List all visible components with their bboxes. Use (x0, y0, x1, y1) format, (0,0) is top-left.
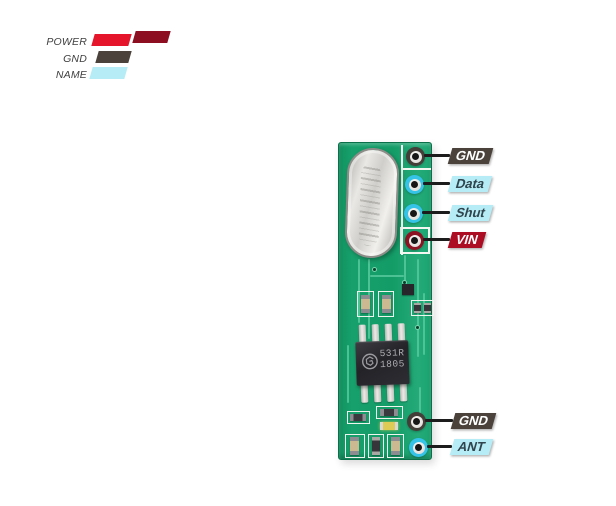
pin-drill (411, 237, 418, 244)
smd-led (380, 422, 398, 430)
pin-pad (407, 207, 420, 220)
pin-hole-shut (404, 204, 423, 223)
callout-wire (424, 154, 450, 157)
pin-pad (409, 150, 422, 163)
pin-hole-gnd-bottom (407, 412, 426, 431)
ic-marking: 531R 1805 (379, 347, 405, 370)
pin-pad (410, 415, 423, 428)
smd-resistor (380, 409, 398, 416)
ic-logo-icon (362, 353, 378, 370)
pin-pad (408, 234, 421, 247)
via (372, 267, 377, 272)
legend-swatch-power-bright (91, 34, 132, 46)
via (415, 325, 420, 330)
callout-wire (423, 182, 450, 185)
ic-chip: 531R 1805 (352, 320, 415, 408)
smd-outline (347, 411, 370, 424)
smd-outline (411, 300, 434, 316)
smd-resistor (361, 295, 370, 313)
pin-label-ant: ANT (449, 439, 494, 455)
legend-label-gnd: GND (63, 53, 87, 65)
smd-outline (357, 291, 374, 317)
pcb-trace (347, 345, 349, 403)
legend-label-power: POWER (46, 36, 87, 48)
ic-body: 531R 1805 (355, 340, 410, 386)
pin-drill (413, 418, 420, 425)
legend-label-name: NAME (55, 69, 87, 81)
pin-hole-data (405, 175, 424, 194)
pin-label-shut: Shut (447, 205, 494, 221)
pcb-trace (423, 293, 425, 355)
smd-capacitor (414, 303, 421, 313)
smd-outline (387, 434, 404, 458)
pin-hole-vin (405, 231, 424, 250)
smd-resistor (382, 295, 391, 313)
silkscreen-line (401, 145, 403, 255)
pin-drill (411, 181, 418, 188)
ic-marking-line2: 1805 (379, 357, 405, 370)
pin-drill (412, 153, 419, 160)
pin-label-gnd-top: GND (447, 148, 494, 164)
silkscreen-vin-box (400, 227, 430, 254)
pin-drill (410, 210, 417, 217)
callout-wire (422, 211, 450, 214)
smd-capacitor (372, 437, 380, 455)
callout-wire (425, 419, 453, 422)
callout-wire (427, 445, 452, 448)
smd-outline (376, 406, 403, 419)
smd-chip (402, 284, 414, 295)
pcb-board: 531R 1805 (338, 142, 434, 460)
pin-drill (415, 444, 422, 451)
pin-label-vin: VIN (447, 232, 486, 248)
pin-label-data: Data (447, 176, 493, 192)
smd-outline (345, 434, 365, 458)
smd-outline (378, 291, 394, 317)
silkscreen-line (401, 168, 431, 170)
pin-label-gnd-bottom: GND (450, 413, 497, 429)
pin-hole-ant (409, 438, 428, 457)
legend-swatch-name (89, 67, 128, 79)
crystal-oscillator (344, 147, 400, 259)
callout-wire (423, 238, 450, 241)
pin-pad (408, 178, 421, 191)
pcb-trace (419, 387, 421, 415)
smd-capacitor (424, 303, 431, 313)
pin-hole-gnd-top (406, 147, 425, 166)
smd-resistor (350, 414, 366, 421)
pin-pad (412, 441, 425, 454)
pcb-trace (370, 275, 404, 277)
crystal-etching (358, 163, 382, 247)
smd-resistor (350, 437, 359, 455)
pcb-trace (404, 255, 406, 287)
legend-swatch-gnd (95, 51, 132, 63)
smd-outline (368, 434, 384, 458)
smd-resistor (391, 437, 400, 455)
legend-swatch-power-dark (132, 31, 171, 43)
